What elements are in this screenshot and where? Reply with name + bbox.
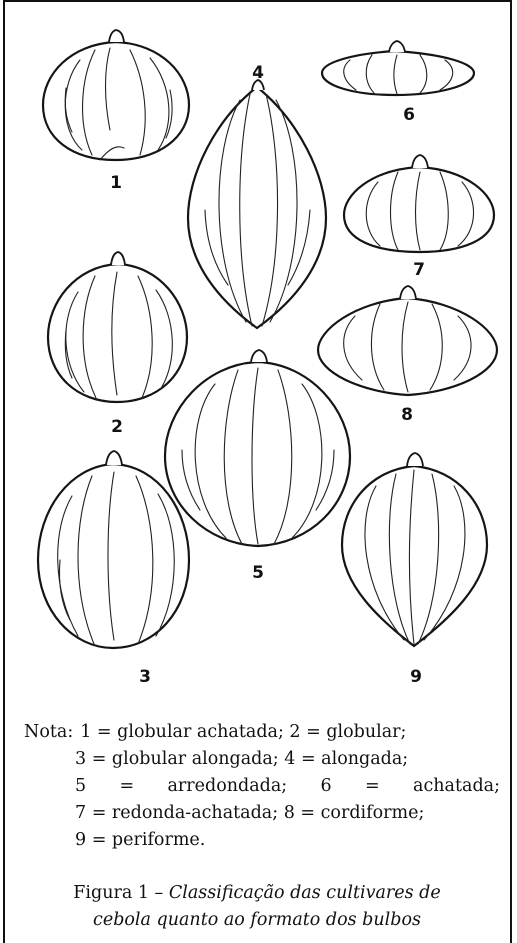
bulb-label-9: 9 (410, 667, 422, 687)
bulb-6 (322, 41, 474, 95)
note-word: arredondada; (168, 773, 288, 800)
note-text-5: 9 = periforme. (75, 827, 205, 854)
bulb-label-4: 4 (252, 63, 264, 83)
bulb-label-8: 8 (401, 405, 413, 425)
figure-caption: Figura 1 – Classificação das cultivares … (12, 880, 502, 934)
bulb-label-6: 6 (403, 105, 415, 125)
note-word: = (365, 773, 380, 800)
figure-note: Nota: 1 = globular achatada; 2 = globula… (24, 719, 500, 854)
note-text-3: 5 = arredondada; 6 = achatada; (75, 773, 500, 800)
bulb-label-2: 2 (111, 417, 123, 437)
bulb-4 (188, 80, 326, 328)
note-text-2: 3 = globular alongada; 4 = alongada; (75, 746, 408, 773)
caption-title-2: cebola quanto ao formato dos bulbos (12, 907, 502, 934)
bulb-8 (318, 286, 497, 395)
bulb-label-3: 3 (139, 667, 151, 687)
bulb-3 (38, 451, 189, 648)
bulb-label-5: 5 (252, 563, 264, 583)
note-word: achatada; (413, 773, 500, 800)
bulb-7 (344, 155, 494, 252)
note-word: = (119, 773, 134, 800)
note-line-2: 3 = globular alongada; 4 = alongada; (24, 746, 500, 773)
bulb-2 (48, 252, 187, 402)
note-prefix: Nota: (24, 719, 73, 746)
caption-title-1: Classificação das cultivares de (169, 883, 441, 903)
bulb-figure: 1 2 3 4 (0, 0, 517, 700)
note-text-1: 1 = globular achatada; 2 = globular; (73, 719, 406, 746)
bulb-label-7: 7 (413, 260, 425, 280)
bulb-1 (43, 30, 189, 160)
bulb-9 (342, 453, 487, 646)
note-line-5: 9 = periforme. (24, 827, 500, 854)
note-line-3: 5 = arredondada; 6 = achatada; (24, 773, 500, 800)
note-line-4: 7 = redonda-achatada; 8 = cordiforme; (24, 800, 500, 827)
caption-prefix: Figura 1 – (73, 883, 169, 903)
note-line-1: Nota: 1 = globular achatada; 2 = globula… (24, 719, 500, 746)
note-text-4: 7 = redonda-achatada; 8 = cordiforme; (75, 800, 424, 827)
bulb-label-1: 1 (110, 173, 122, 193)
note-word: 5 (75, 773, 86, 800)
caption-line-1: Figura 1 – Classificação das cultivares … (12, 880, 502, 907)
note-word: 6 (321, 773, 332, 800)
bulb-5 (165, 350, 350, 546)
